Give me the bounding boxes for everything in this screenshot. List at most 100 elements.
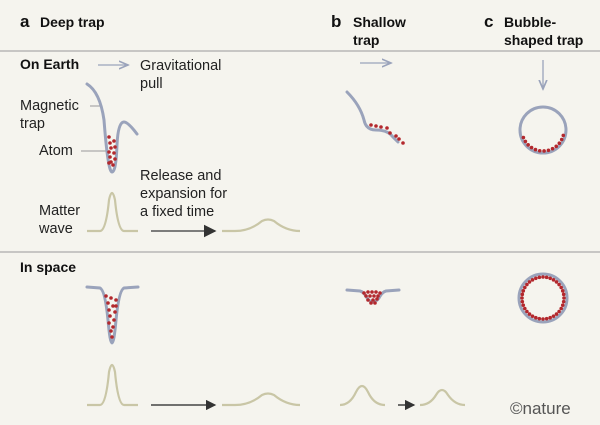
atom-dot [554, 280, 559, 284]
atom-dot [523, 285, 527, 290]
atom-dot [362, 291, 366, 295]
atom-dot [376, 294, 380, 298]
atom-label: Atom [39, 143, 73, 159]
atom-dot [544, 316, 549, 321]
atom-dot [366, 298, 370, 302]
atom-dot [366, 290, 370, 294]
matter-wave-wide-earth [222, 218, 301, 233]
atom-dot [385, 126, 389, 130]
panel-c-title-2: shaped trap [504, 32, 583, 48]
atom-dot [562, 296, 566, 300]
atom-dot [537, 275, 542, 280]
atom-cluster-bubble-earth [521, 133, 566, 153]
atom-dot [534, 276, 538, 281]
atom-dot [537, 316, 542, 321]
atom-dot [520, 296, 524, 300]
atom-dot [546, 148, 551, 153]
deep-trap-space [85, 285, 140, 345]
atom-cluster-shallow-space [362, 290, 382, 305]
atom-dot [523, 306, 527, 311]
atom-dot [525, 309, 529, 314]
atom-cluster-deep-space [104, 294, 118, 339]
atom-dot [530, 278, 535, 282]
panel-c-title-1: Bubble- [504, 14, 556, 30]
atom-dot [108, 155, 112, 159]
atom-dot [388, 131, 392, 135]
panel-b-letter: b [331, 12, 341, 31]
bubble-trap-earth [518, 105, 568, 155]
atom-dot [525, 282, 529, 287]
atom-dot [557, 141, 562, 146]
atom-dot [561, 299, 566, 304]
atom-cluster-deep-earth [107, 135, 117, 167]
atom-dot [373, 301, 377, 305]
atom-dot [557, 309, 561, 314]
atom-dot [113, 157, 117, 161]
bubble-trap-space [517, 272, 569, 324]
matter-wave-narrow-space [87, 363, 138, 407]
deep-trap-earth [85, 82, 139, 174]
atom-dot [374, 124, 378, 128]
atom-dot [374, 290, 378, 294]
atom-dot [112, 151, 116, 155]
atom-dot [560, 289, 565, 293]
magnetic-label-1: Magnetic [20, 98, 79, 114]
atom-dot [561, 292, 566, 297]
atom-dot [106, 301, 110, 305]
atom-dot [559, 137, 564, 142]
atom-dot [364, 294, 368, 298]
atom-cluster-bubble-space [520, 275, 566, 321]
shallow-trap-earth [345, 90, 400, 144]
atom-dot [112, 318, 116, 322]
panel-b-title-1: Shallow [353, 14, 406, 30]
atom-dot [541, 317, 545, 321]
atom-dot [520, 299, 525, 304]
atom-dot [108, 141, 112, 145]
release-label-2: expansion for [140, 186, 227, 202]
atom-dot [371, 298, 375, 302]
magnetic-label-2: trap [20, 116, 45, 132]
atom-dot [372, 294, 376, 298]
matter-wave-shallow-wide [419, 388, 466, 407]
atom-dot [111, 325, 115, 329]
matter-label-1: Matter [39, 203, 80, 219]
atom-dot [113, 310, 117, 314]
atom-dot [397, 137, 401, 141]
atom-dot [107, 308, 111, 312]
atom-dot [533, 147, 538, 152]
atom-dot [107, 135, 111, 139]
atom-dot [110, 335, 114, 339]
atom-dot [541, 275, 545, 279]
atom-dot [394, 134, 398, 138]
atom-dot [548, 276, 552, 281]
atom-dot [544, 275, 549, 280]
atom-dot [527, 280, 532, 284]
nature-credit: ©nature [510, 399, 571, 418]
release-label-1: Release and [140, 168, 221, 184]
atom-dot [521, 135, 526, 140]
atom-dot [551, 314, 556, 318]
panel-c-letter: c [484, 12, 493, 31]
atom-dot [109, 329, 113, 333]
atom-dot [108, 314, 112, 318]
atom-dot [521, 303, 526, 307]
panel-b-title-2: trap [353, 32, 379, 48]
panel-a-letter: a [20, 12, 30, 31]
matter-wave-narrow-earth [87, 191, 138, 233]
gravity-label-1: Gravitational [140, 58, 221, 74]
atom-dot [537, 148, 542, 153]
atom-dot [561, 133, 566, 138]
matter-wave-wide-space [222, 392, 301, 407]
atom-dot [560, 303, 565, 307]
atom-cluster-shallow-earth [369, 123, 405, 145]
gravity-label-2: pull [140, 76, 163, 92]
atom-dot [523, 139, 528, 144]
atom-dot [534, 315, 538, 320]
release-label-3: a fixed time [140, 204, 214, 220]
atom-dot [530, 314, 535, 318]
atom-dot [114, 304, 118, 308]
atom-dot [370, 290, 374, 294]
atom-dot [550, 146, 555, 151]
atom-dot [557, 282, 561, 287]
